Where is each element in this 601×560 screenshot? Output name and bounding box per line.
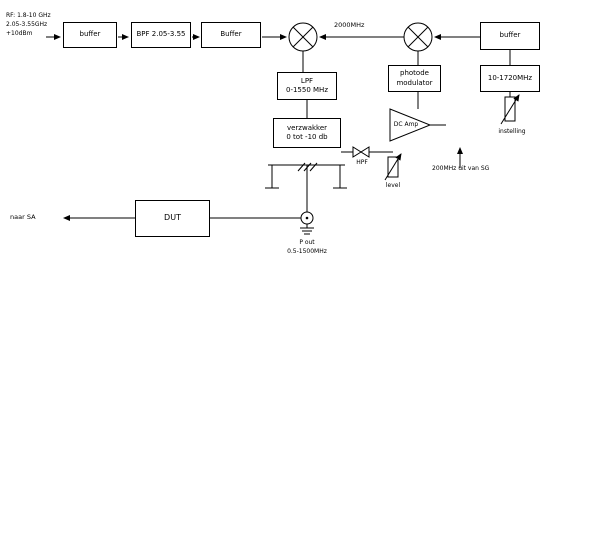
modulator-block: photode modulator	[388, 65, 441, 92]
modulator-label-line1: photode	[400, 69, 429, 78]
rf-source-line3: +10dBm	[6, 30, 33, 37]
buffer-input-label: buffer	[79, 30, 101, 39]
buffer-lo-block: buffer	[480, 22, 540, 50]
attenuator-label-line1: verzwakker	[286, 123, 328, 132]
output-name-label: P out	[299, 239, 315, 246]
attenuator-block: verzwakker 0 tot -10 db	[273, 118, 341, 148]
dds-label: 10-1720MHz	[487, 73, 533, 82]
lpf-label-line1: LPF	[300, 76, 314, 85]
level-pot-label: level	[385, 182, 401, 189]
bpf-block: BPF 2.05-3.55	[131, 22, 191, 48]
to-sa-label: naar SA	[10, 213, 36, 221]
lpf-label-line2: 0-1550 MHz	[286, 86, 328, 94]
output-range-label: 0.5-1500MHz	[287, 248, 327, 255]
dc-amp-label: DC Amp	[393, 121, 419, 128]
rf-source-line1: RF: 1.8-10 GHz	[6, 12, 51, 19]
buffer-2-label: Buffer	[220, 30, 242, 39]
dut-label: DUT	[164, 213, 181, 223]
lo-frequency-label: 2000MHz	[334, 21, 365, 29]
rf-source-label: RF: 1.8-10 GHz 2.05-3.55GHz +10dBm	[6, 11, 51, 38]
buffer-input-block: buffer	[63, 22, 117, 48]
bpf-label: BPF 2.05-3.55	[136, 30, 186, 39]
modulator-label-line2: modulator	[396, 78, 433, 87]
hpf-label: HPF	[356, 159, 368, 166]
dds-block: 10-1720MHz	[480, 65, 540, 92]
rf-source-line2: 2.05-3.55GHz	[6, 21, 48, 28]
sg-input-label: 200MHz uit van SG	[432, 165, 490, 172]
setting-pot-label: instelling	[498, 128, 526, 135]
buffer-2-block: Buffer	[201, 22, 261, 48]
buffer-lo-label: buffer	[499, 31, 521, 40]
attenuator-label-line2: 0 tot -10 db	[286, 133, 328, 141]
lpf-block: LPF 0-1550 MHz	[277, 72, 337, 100]
dut-block: DUT	[135, 200, 210, 237]
